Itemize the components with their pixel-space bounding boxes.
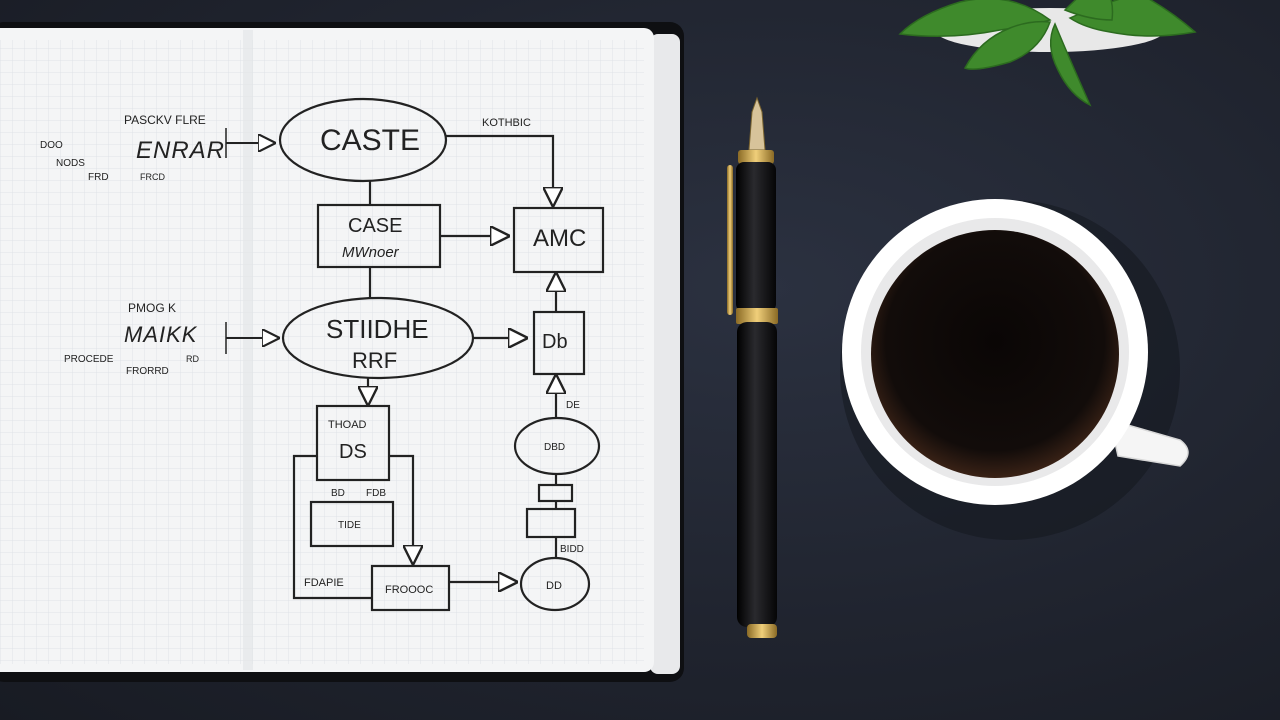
db-note: DE — [566, 400, 580, 411]
leaf — [963, 20, 1052, 70]
note-line: FRD — [88, 172, 109, 183]
top-right-note: KOTHBIC — [482, 117, 531, 129]
note-heading: PASCKV FLRE — [124, 113, 206, 127]
pen-body — [736, 162, 776, 312]
note-title: ENRAR — [136, 137, 225, 164]
node-tide — [309, 500, 395, 548]
notebook-grid — [0, 40, 644, 664]
coffee-cup — [840, 199, 1189, 540]
pen-end-cap — [747, 624, 777, 638]
note-title: MAIKK — [124, 322, 198, 347]
note-line: FRCD — [140, 172, 165, 182]
note-line: RD — [186, 354, 199, 364]
fdapie-label: FDAPIE — [304, 577, 344, 589]
oval-small-label: DBD — [544, 442, 565, 453]
tide-label: TIDE — [338, 520, 361, 531]
note-line: DOO — [40, 140, 63, 151]
studie-label-2: RRF — [352, 348, 397, 373]
note-heading: PMOG K — [128, 301, 176, 315]
ds-label: DS — [339, 441, 367, 463]
note-line: FRORRD — [126, 366, 169, 377]
note-line: NODS — [56, 158, 85, 169]
amc-label: AMC — [533, 225, 586, 252]
small-label-1: BD — [331, 488, 345, 499]
cup-handle — [1108, 418, 1189, 467]
db-label: Db — [542, 331, 568, 353]
plant-leaves — [898, 0, 1197, 107]
frooooc-label: FROOOC — [385, 584, 433, 596]
small-label-2: FDB — [366, 488, 386, 499]
node-caste — [278, 97, 448, 183]
pen-band — [736, 308, 778, 324]
thoad-label: THOAD — [328, 419, 367, 431]
node-oval-bottom — [519, 556, 591, 612]
oval-bottom-label: DD — [546, 580, 562, 592]
node-db — [532, 310, 586, 376]
notebook — [0, 22, 684, 682]
flowchart-labels: CASTE KOTHBIC CASE MWnoer AMC STIIDHE RR… — [304, 117, 586, 596]
pen-barrel — [737, 322, 777, 627]
notebook-page-edge — [650, 34, 680, 674]
leaf — [1063, 0, 1114, 21]
left-notes-group-1: PASCKV FLRE ENRAR DOO NODS FRD FRCD — [40, 113, 274, 183]
case-label-2: MWnoer — [342, 244, 400, 261]
note-line: PROCEDE — [64, 354, 114, 365]
right-note: BIDD — [560, 544, 584, 555]
pen-clip — [727, 165, 733, 315]
case-label-1: CASE — [348, 215, 402, 237]
studie-label-1: STIIDHE — [326, 314, 429, 344]
coffee — [871, 230, 1119, 478]
node-small-box-2 — [525, 507, 577, 539]
pen-grip-ring — [738, 150, 774, 164]
flowchart — [278, 97, 605, 612]
caste-label: CASTE — [320, 124, 420, 157]
pen-nib — [748, 96, 766, 151]
node-frooooc — [370, 564, 451, 612]
node-thoad — [315, 404, 391, 482]
left-notes-group-2: PMOG K MAIKK PROCEDE FRORRD RD — [64, 301, 278, 377]
node-amc — [512, 206, 605, 274]
fountain-pen — [727, 96, 778, 638]
leaf — [1049, 22, 1092, 107]
